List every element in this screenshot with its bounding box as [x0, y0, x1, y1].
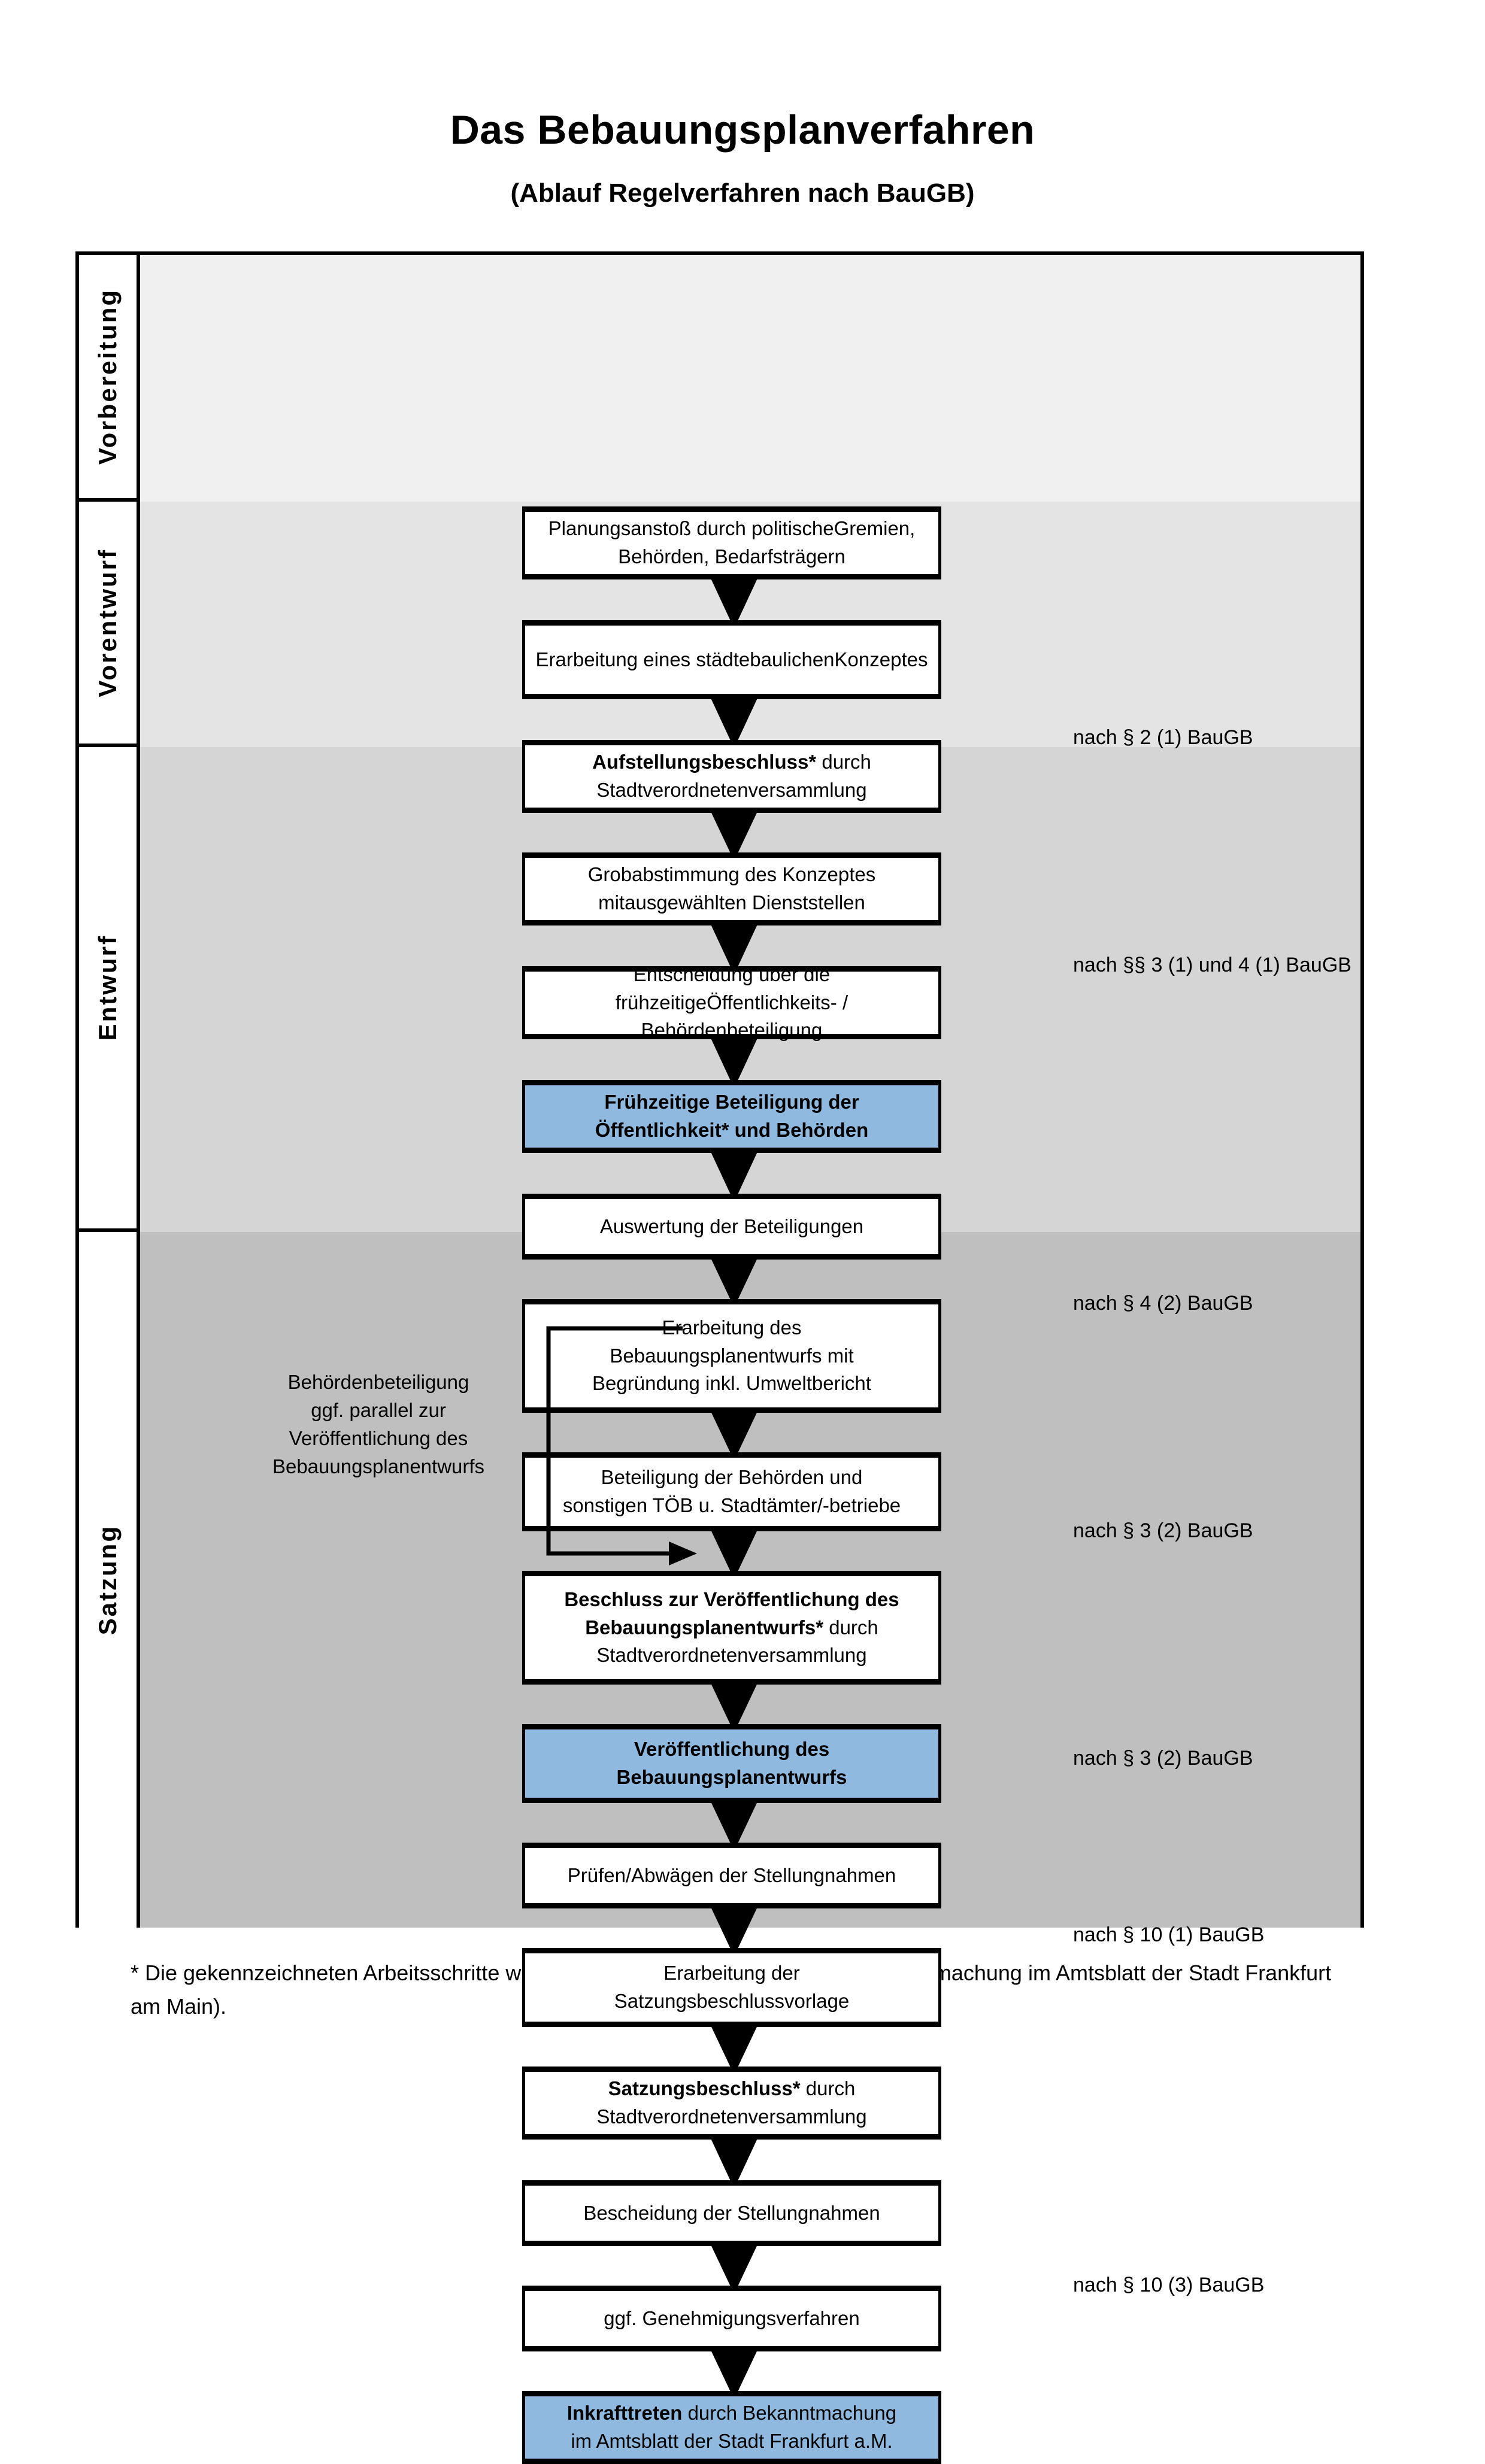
- phase-label-text: Vorentwurf: [93, 548, 122, 697]
- note-par3-4-1: nach §§ 3 (1) und 4 (1) BauGB: [1073, 954, 1351, 976]
- flow-step-label: Bescheidung der Stellungnahmen: [583, 2201, 880, 2224]
- phase-band-vorbereitung: [140, 255, 1360, 502]
- phase-label-text: Entwurf: [93, 934, 122, 1041]
- flow-step-pruefen-abwaegen[interactable]: Prüfen/Abwägen der Stellungnahmen: [522, 1843, 941, 1908]
- note-par4-2: nach § 4 (2) BauGB: [1073, 1292, 1253, 1315]
- note-par10-1: nach § 10 (1) BauGB: [1073, 1923, 1265, 1946]
- flow-step-label: Erarbeitung eines städtebaulichenKonzept…: [535, 648, 928, 670]
- page-title: Das Bebauungsplanverfahren: [450, 107, 1035, 153]
- note-par3-2a: nach § 3 (2) BauGB: [1073, 1519, 1253, 1542]
- flow-step-planungsanstoss[interactable]: Planungsanstoß durch politischeGremien, …: [522, 506, 941, 579]
- flow-step-staedtebau-konzept[interactable]: Erarbeitung eines städtebaulichenKonzept…: [522, 620, 941, 699]
- phase-label-entwurf: Entwurf: [79, 747, 140, 1232]
- flow-step-label: Prüfen/Abwägen der Stellungnahmen: [567, 1864, 896, 1886]
- flow-step-bescheidung[interactable]: Bescheidung der Stellungnahmen: [522, 2180, 941, 2246]
- flow-step-label: Planungsanstoß durch politischeGremien, …: [548, 517, 916, 568]
- flow-step-genehmigungsverfahren[interactable]: ggf. Genehmigungsverfahren: [522, 2286, 941, 2351]
- title-block: Das Bebauungsplanverfahren (Ablauf Regel…: [0, 108, 1485, 208]
- phase-label-vorentwurf: Vorentwurf: [79, 502, 140, 747]
- flow-step-label: ggf. Genehmigungsverfahren: [604, 2307, 860, 2329]
- note-par3-2b: nach § 3 (2) BauGB: [1073, 1747, 1253, 1770]
- phase-label-text: Satzung: [93, 1524, 122, 1635]
- note-par2-1: nach § 2 (1) BauGB: [1073, 726, 1253, 749]
- flow-step-label: Entscheidung über die frühzeitigeÖffentl…: [615, 963, 848, 1042]
- side-note-line: ggf. parallel zur: [311, 1398, 446, 1421]
- flow-step-label: Grobabstimmung des Konzeptes mitausgewäh…: [587, 863, 876, 914]
- flow-step-label: Auswertung der Beteiligungen: [599, 1215, 864, 1237]
- flow-step-auswertung[interactable]: Auswertung der Beteiligungen: [522, 1194, 941, 1260]
- phase-label-vorbereitung: Vorbereitung: [79, 255, 140, 502]
- flow-step-grobabstimmung[interactable]: Grobabstimmung des Konzeptes mitausgewäh…: [522, 852, 941, 925]
- phase-label-text: Vorbereitung: [93, 288, 122, 465]
- note-par10-3: nach § 10 (3) BauGB: [1073, 2274, 1265, 2296]
- side-note-line: Behördenbeteiligung: [287, 1371, 469, 1393]
- phase-label-satzung: Satzung: [79, 1232, 140, 1928]
- side-note-line: Bebauungsplanentwurfs: [272, 1455, 485, 1477]
- page-subtitle: (Ablauf Regelverfahren nach BauGB): [510, 178, 975, 208]
- side-note-line: Veröffentlichung des: [289, 1427, 468, 1449]
- flow-step-entscheidung-fruehzeitig[interactable]: Entscheidung über die frühzeitigeÖffentl…: [522, 963, 941, 1041]
